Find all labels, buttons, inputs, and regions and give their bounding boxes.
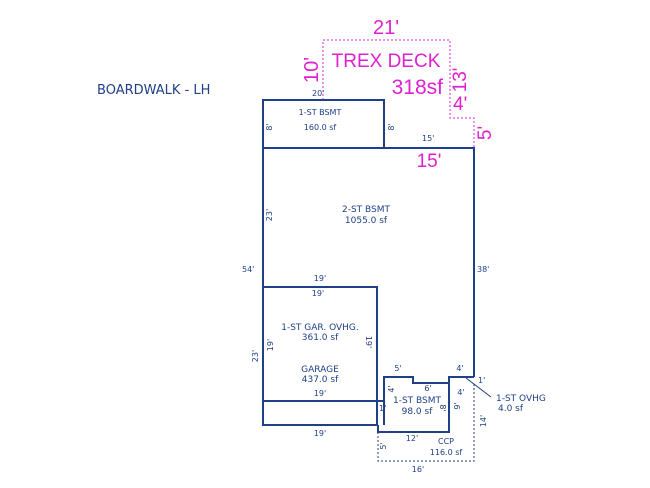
- deck-dim-bottom: 15': [417, 151, 442, 172]
- area-label: 1-ST GAR. OVHG.: [281, 323, 359, 333]
- svg-text:9': 9': [453, 402, 462, 409]
- area-value: 437.0 sf: [302, 375, 339, 385]
- svg-text:20': 20': [312, 89, 324, 98]
- area-value: 1055.0 sf: [345, 216, 388, 226]
- area-value: 160.0 sf: [304, 123, 337, 132]
- area-label: 1-ST BSMT: [299, 108, 342, 117]
- svg-text:15': 15': [422, 134, 434, 143]
- sketch-title: BOARDWALK - LH: [97, 83, 210, 98]
- area-label: 2-ST BSMT: [342, 205, 391, 215]
- svg-text:1': 1': [379, 404, 386, 413]
- svg-text:8': 8': [438, 404, 447, 411]
- svg-text:23': 23': [251, 350, 260, 362]
- walls: [262, 99, 492, 462]
- svg-text:8': 8': [265, 123, 274, 130]
- deck-label: TREX DECK: [332, 51, 441, 72]
- svg-text:12': 12': [406, 434, 418, 443]
- area-label: GARAGE: [301, 365, 339, 375]
- deck-dim-right-lower: 5': [475, 126, 496, 140]
- area-label: CCP: [438, 437, 454, 446]
- svg-text:14': 14': [479, 415, 488, 427]
- deck-dim-right-upper: 13': [450, 68, 471, 93]
- svg-text:4': 4': [387, 385, 396, 392]
- area-value: 4.0 sf: [498, 404, 524, 414]
- trex-deck: 21' 10' TREX DECK 318sf 13' 4' 5' 15': [301, 17, 496, 172]
- svg-text:19': 19': [364, 336, 373, 348]
- svg-text:5': 5': [379, 442, 388, 449]
- area-value: 361.0 sf: [302, 333, 339, 343]
- svg-text:8': 8': [387, 123, 396, 130]
- svg-text:19': 19': [312, 289, 324, 298]
- area-label: 1-ST OVHG: [496, 394, 546, 404]
- svg-text:4': 4': [457, 388, 464, 397]
- svg-text:19': 19': [266, 339, 275, 351]
- area-label: 1-ST BSMT: [393, 396, 442, 406]
- deck-dim-left: 10': [301, 57, 323, 83]
- svg-text:19': 19': [314, 274, 326, 283]
- area-value: 98.0 sf: [402, 407, 434, 417]
- area-value: 116.0 sf: [430, 448, 463, 457]
- svg-text:23': 23': [265, 209, 274, 221]
- svg-text:4': 4': [456, 364, 463, 373]
- svg-text:16': 16': [412, 465, 424, 474]
- svg-text:54': 54': [242, 265, 254, 274]
- deck-dim-step: 4': [453, 94, 467, 115]
- svg-text:19': 19': [314, 389, 326, 398]
- deck-area: 318sf: [392, 76, 444, 99]
- dimension-labels: 20' 8' 8' 15' 23' 54' 38' 19' 19' 19' 19…: [242, 89, 489, 474]
- deck-dim-top: 21': [373, 17, 399, 39]
- svg-text:5': 5': [394, 364, 401, 373]
- svg-text:38': 38': [477, 265, 489, 274]
- svg-text:6': 6': [424, 384, 431, 393]
- svg-text:19': 19': [314, 429, 326, 438]
- svg-text:1': 1': [478, 376, 485, 385]
